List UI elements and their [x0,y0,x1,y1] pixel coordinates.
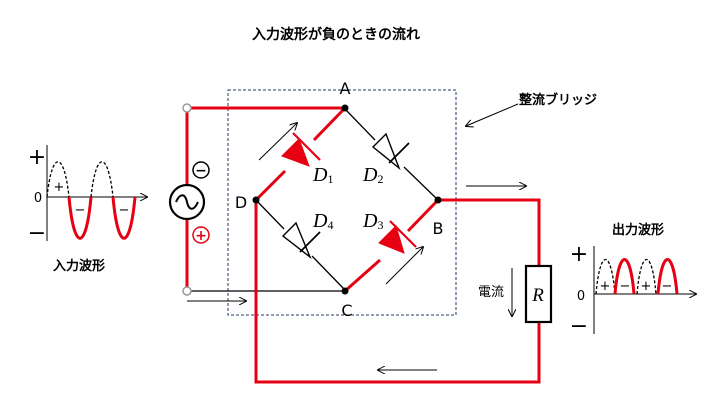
input-waveform: + 0 − + − − [28,145,147,246]
wire-d2-b [403,166,439,201]
diode-d3-symbol [378,220,417,254]
output-wave-dashed-halves [595,259,657,295]
resistor [524,264,553,324]
node-c-label: C [341,301,352,320]
diagram-title: 入力波形が負のときの流れ [252,26,420,43]
bridge-label-pointer [466,103,519,126]
node-a-label: A [340,79,351,98]
wire-a-d2 [344,108,376,141]
current-path [187,106,541,384]
output-wave-half-minus-1: − [620,279,631,294]
bridge-label: 整流ブリッジ [518,92,597,108]
input-wave-minus-axis: − [28,221,46,246]
terminal-top [182,103,192,113]
input-label: 入力波形 [53,258,105,274]
output-wave-half-minus-2: − [662,279,673,294]
output-label: 出力波形 [612,222,664,238]
diode-d4-label: D4 [312,210,333,232]
input-wave-half-minus-2: − [119,203,130,218]
node-a-dot [341,104,349,112]
node-d-dot [252,196,260,204]
current-path-d3-c [344,258,381,293]
arrow-current-d3 [385,247,423,285]
wire-d-d4 [255,199,285,230]
input-wave-plus-axis: + [28,145,46,170]
input-wave-zero: 0 [34,191,42,206]
current-path-b-r [438,198,541,266]
input-wave-negative-halves [67,196,137,240]
output-wave-zero: 0 [577,289,585,304]
node-c-dot [341,287,349,295]
node-b-label: B [433,219,444,238]
output-wave-half-plus-1: + [600,279,611,294]
current-path-a-d1 [312,106,347,142]
input-wave-half-minus-1: − [75,203,86,218]
ac-source [168,183,206,221]
diode-d2-label: D2 [362,164,383,186]
current-label: 電流 [478,285,504,300]
diode-d1-label: D1 [312,164,333,186]
svg-text:+: + [195,228,207,244]
node-b-dot [434,196,442,204]
bridge-box [227,89,457,316]
diode-d1-symbol [281,132,321,167]
output-wave-minus-axis: − [570,314,588,339]
output-wave-half-plus-2: + [641,279,652,294]
output-wave-plus-axis: + [570,242,588,267]
output-waveform: + 0 − + − + − [570,242,696,339]
output-wave-red-halves [613,258,679,295]
current-path-d1-d [254,169,287,202]
node-d-label: D [235,193,247,212]
svg-text:−: − [195,163,207,179]
wire-d4-c [311,255,346,291]
resistor-label: R [531,285,544,306]
source-minus-badge: − [192,161,210,179]
input-wave-half-plus: + [54,180,65,195]
terminal-bottom [182,286,192,296]
source-plus-badge: + [192,226,210,244]
diode-d2-symbol [371,132,410,171]
diode-d3-label: D3 [362,210,383,232]
arrow-current-d1 [258,123,297,161]
diode-d4-symbol [281,221,321,260]
current-path-d-return [254,200,541,384]
current-path-b-d3 [406,198,440,233]
